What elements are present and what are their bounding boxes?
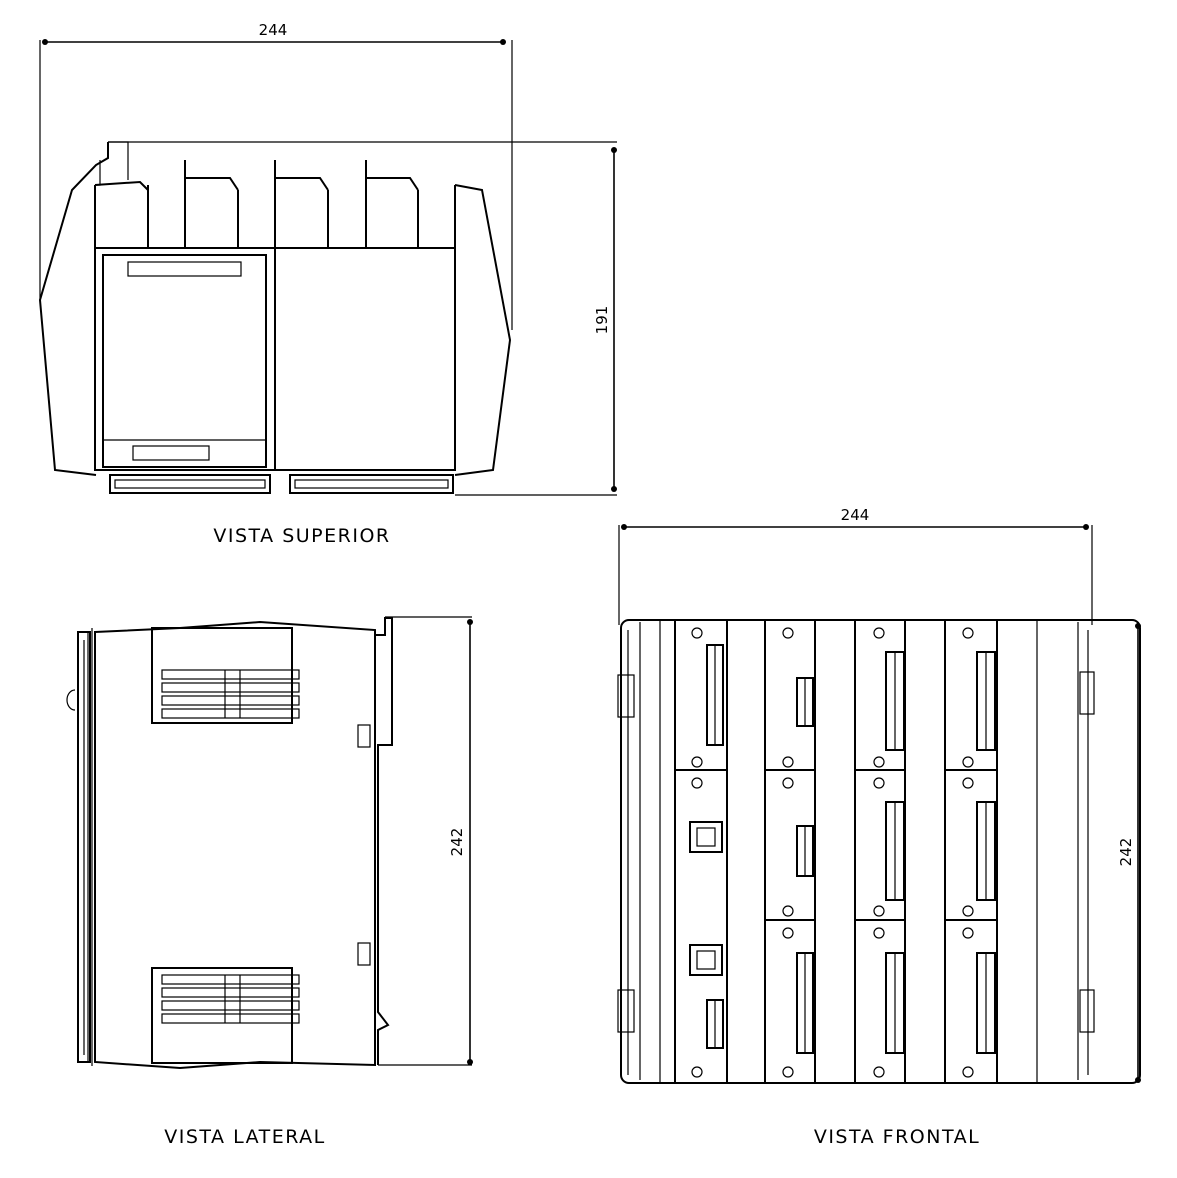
top-din-rails: [109, 474, 454, 494]
top-width-label: 244: [259, 21, 288, 39]
front-view: 244 242: [617, 506, 1141, 1148]
front-columns: [659, 620, 1038, 1083]
front-width-dimension: 244: [618, 506, 1093, 625]
top-view: 244 191: [38, 21, 617, 547]
top-depth-label: 191: [593, 306, 611, 335]
front-height-dimension: 242: [1117, 622, 1141, 1083]
front-width-label: 244: [841, 506, 870, 524]
top-depth-dimension: 191: [108, 141, 617, 496]
side-vents-top: [151, 627, 300, 724]
side-height-dimension: 242: [378, 616, 473, 1066]
front-view-title: VISTA FRONTAL: [814, 1126, 980, 1148]
top-width-dimension: 244: [39, 21, 513, 330]
front-terminal-blocks: [706, 644, 996, 1054]
side-body-outline: [94, 620, 376, 1070]
side-view: 242 VISTA LAT: [66, 616, 473, 1148]
front-housing: [620, 619, 1141, 1084]
front-screws: [691, 627, 974, 1078]
front-side-rails: [617, 622, 1095, 1080]
top-housing-outline: [38, 142, 512, 476]
front-height-label: 242: [1117, 838, 1135, 867]
side-vents-bottom: [151, 967, 300, 1064]
side-view-title: VISTA LATERAL: [164, 1126, 326, 1148]
side-height-label: 242: [448, 828, 466, 857]
top-view-title: VISTA SUPERIOR: [213, 525, 390, 547]
top-display-panel: [102, 254, 267, 468]
side-front-panel: [77, 631, 91, 1063]
front-ethernet-ports: [689, 821, 723, 976]
side-din-clip: [375, 617, 393, 1065]
